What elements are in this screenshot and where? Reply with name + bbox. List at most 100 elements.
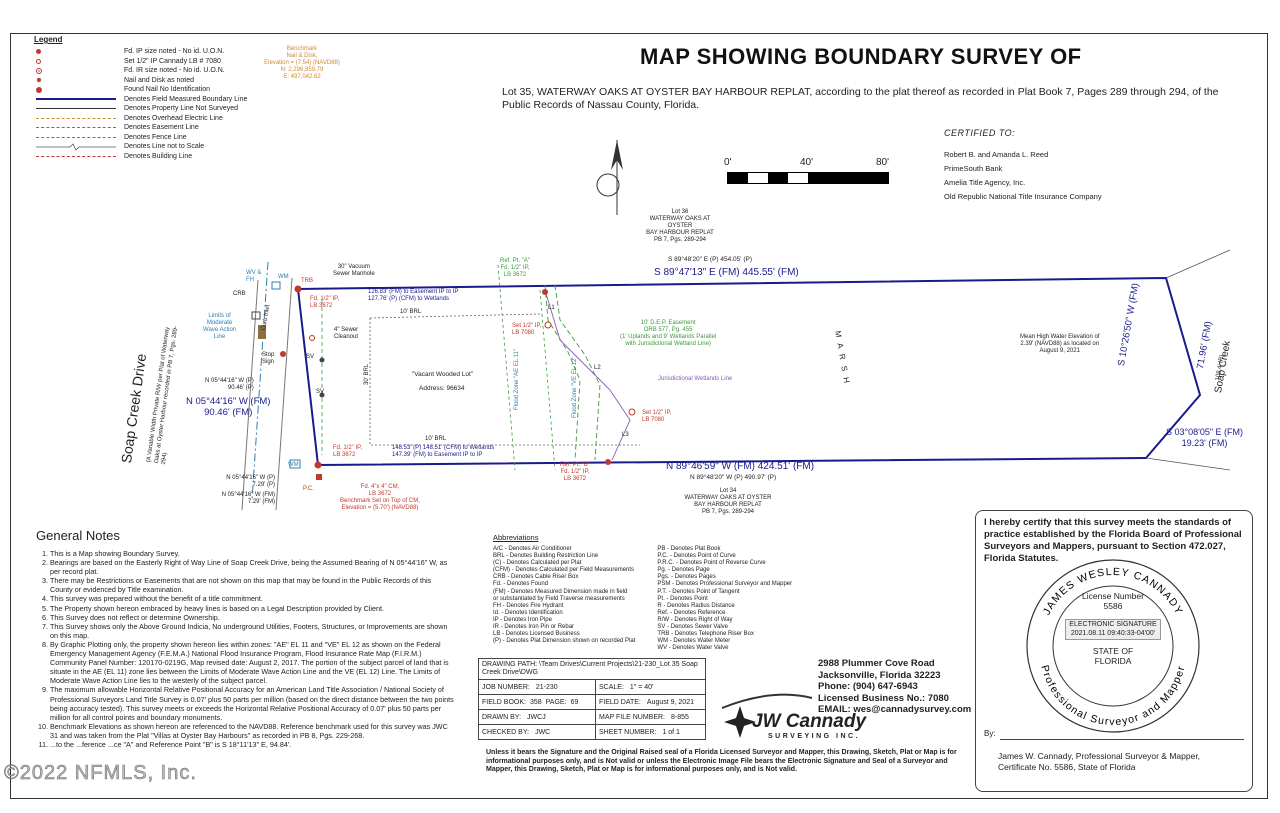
title-block: DRAWING PATH: \Team Drives\Current Proje… bbox=[478, 658, 808, 740]
job-number: 21-230 bbox=[535, 683, 558, 691]
cleanout-icon bbox=[309, 335, 315, 341]
abbreviation-item: or substantiated by Field Traverse measu… bbox=[493, 595, 625, 602]
company-logo-text: JW Cannady bbox=[752, 711, 867, 732]
easement-line-2 bbox=[554, 284, 601, 461]
fence-line-icon bbox=[36, 136, 116, 138]
abbreviation-item: R - Denotes Radius Distance bbox=[657, 602, 735, 609]
abbreviation-item: Pt. - Denotes Point bbox=[657, 595, 708, 602]
copyright-watermark: ©2022 NFMLS, Inc. bbox=[4, 762, 197, 785]
page-title: MAP SHOWING BOUNDARY SURVEY OF bbox=[640, 44, 1082, 69]
found-nail-icon bbox=[36, 86, 42, 93]
abbreviation-item: (FM) - Denotes Measured Dimension made i… bbox=[493, 588, 628, 595]
property-line bbox=[1165, 249, 1231, 279]
note-item: This Survey shows only the Above Ground … bbox=[50, 622, 454, 640]
water-meter-label-2: WM bbox=[288, 462, 299, 468]
se-bearing-field: S 03°08'05" E (FM)19.23' (FM) bbox=[1166, 427, 1244, 448]
scale-label-0: 0' bbox=[724, 157, 732, 168]
set-ip-label-2: Set 1/2" IP,LB 7080 bbox=[642, 410, 672, 423]
sewer-valve-label-2: SV bbox=[316, 389, 325, 395]
sheet-number: 1 of 1 bbox=[662, 728, 680, 736]
building-restriction-line-top bbox=[369, 313, 541, 319]
not-to-scale-icon bbox=[36, 143, 116, 151]
flood-zone-line-2 bbox=[539, 289, 556, 471]
abbreviation-item: P.R.C. - Denotes Point of Reverse Curve bbox=[657, 560, 766, 567]
drawing-path: DRAWING PATH: \Team Drives\Current Proje… bbox=[482, 661, 698, 676]
nail-disk-icon bbox=[36, 77, 42, 84]
company-logo-sub: SURVEYING INC. bbox=[768, 733, 861, 740]
brl-bottom: 10' BRL bbox=[425, 436, 447, 442]
legend-item: Fd. IR size noted - No id. U.O.N. bbox=[34, 66, 284, 76]
set-ip-icon-2 bbox=[628, 408, 636, 416]
abbreviation-item: PSM - Denotes Professional Surveyor and … bbox=[657, 581, 793, 588]
abbreviation-item: CRB - Denotes Cable Riser Box bbox=[493, 574, 579, 581]
field-page: 69 bbox=[570, 698, 579, 706]
abbreviation-item: Pg. - Denotes Page bbox=[657, 567, 710, 574]
left-bearing-plat: N 05°44'16" W (P)90.46' (P) bbox=[205, 378, 254, 391]
disclaimer: Unless it bears the Signature and the Or… bbox=[486, 749, 957, 773]
note-item: ...to the ...ference ...ce "A" and Refer… bbox=[50, 740, 454, 749]
certified-to-list: Robert B. and Amanda L. Reed PrimeSouth … bbox=[944, 150, 1102, 201]
curb-inlet-icon bbox=[258, 325, 266, 339]
bottom-bearing-plat: N 89°48'20" W (P) 490.97' (P) bbox=[690, 474, 777, 481]
cable-riser-label: CRB bbox=[233, 291, 246, 297]
found-ip-nw-label: Fd. 1/2" IP,LB 3672 bbox=[310, 296, 340, 309]
north-arrow-icon bbox=[596, 140, 623, 215]
set-ip-label: Set 1/2" IP,LB 7080 bbox=[512, 323, 542, 336]
field-date: August 9, 2021 bbox=[646, 698, 694, 706]
surveyor-seal: JAMES WESLEY CANNADY Professional Survey… bbox=[1026, 559, 1200, 733]
abbreviation-item: R/W - Denotes Right of Way bbox=[657, 616, 733, 623]
easement-line-icon bbox=[36, 127, 116, 129]
note-item: The Property shown hereon embraced by he… bbox=[50, 604, 454, 613]
svg-text:Professional Surveyor and Mapp: Professional Surveyor and Mapper bbox=[1038, 664, 1187, 728]
company-logo bbox=[712, 688, 813, 743]
note-item: This survey was prepared without the ben… bbox=[50, 594, 454, 603]
stop-sign-icon bbox=[280, 351, 286, 357]
signature-line bbox=[1000, 739, 1244, 740]
abbreviation-item: (CFM) - Denotes Calculated per Field Mea… bbox=[493, 567, 635, 574]
abbreviation-item: Pgs. - Denotes Pages bbox=[657, 574, 716, 581]
abbreviation-item: Ref. - Denotes Reference bbox=[657, 609, 726, 616]
telephone-riser-label: TRB bbox=[301, 278, 313, 284]
field-book: 358 bbox=[529, 698, 542, 706]
bottom-bearing-field: N 89°46'59" W (FM) 424.51' (FM) bbox=[666, 461, 815, 472]
note-item: Bearings are based on the Easterly Right… bbox=[50, 558, 454, 576]
water-meter-icon-2 bbox=[289, 459, 301, 469]
abbreviation-item: WM - Denotes Water Meter bbox=[657, 638, 731, 645]
address-label: Address: 96634 bbox=[419, 385, 465, 392]
abbreviations-title: Abbreviations bbox=[493, 533, 539, 542]
benchmark-note: Benchmark Nail & Disk, Elevation = (7.54… bbox=[264, 46, 340, 80]
scale-bar bbox=[727, 172, 889, 184]
found-ip-icon bbox=[36, 49, 41, 55]
sw-bearing: N 05°44'16" W (P)7.29' (P)N 05°44'16" W … bbox=[221, 475, 275, 505]
certification-statement: I hereby certify that this survey meets … bbox=[984, 517, 1242, 564]
abbreviation-item: TRB - Denotes Telephone Riser Box bbox=[657, 631, 755, 638]
legend-item: Denotes Line not to Scale bbox=[34, 142, 284, 152]
map-file-number: 8-855 bbox=[671, 713, 689, 721]
wetlands-line bbox=[544, 289, 631, 461]
general-notes: General Notes This is a Map showing Boun… bbox=[34, 528, 454, 749]
drawn-by: JWCJ bbox=[527, 713, 546, 721]
sheet-border bbox=[10, 33, 1268, 799]
signature-by-label: By: bbox=[984, 729, 996, 738]
note-item: This is a Map showing Boundary Survey. bbox=[50, 549, 454, 558]
l1-label: L1 bbox=[548, 305, 555, 311]
abbreviation-item: P.C. - Denotes Point of Curve bbox=[657, 553, 736, 560]
abbreviation-item: BRL - Denotes Building Restriction Line bbox=[493, 553, 599, 560]
brl-top: 10' BRL bbox=[400, 309, 422, 315]
road-edge-east bbox=[275, 277, 293, 511]
set-ip-icon bbox=[544, 321, 552, 329]
legend-item: Denotes Building Line bbox=[34, 152, 284, 162]
road-edge-west bbox=[241, 279, 259, 511]
water-valve-label: WV & FH bbox=[246, 270, 262, 283]
legend-item: Set 1/2" IP Cannady LB # 7080 bbox=[34, 57, 284, 67]
note-item: There may be Restrictions or Easements t… bbox=[50, 576, 454, 594]
cable-riser-box-icon bbox=[251, 311, 261, 320]
note-item: This Survey does not reflect or determin… bbox=[50, 613, 454, 622]
